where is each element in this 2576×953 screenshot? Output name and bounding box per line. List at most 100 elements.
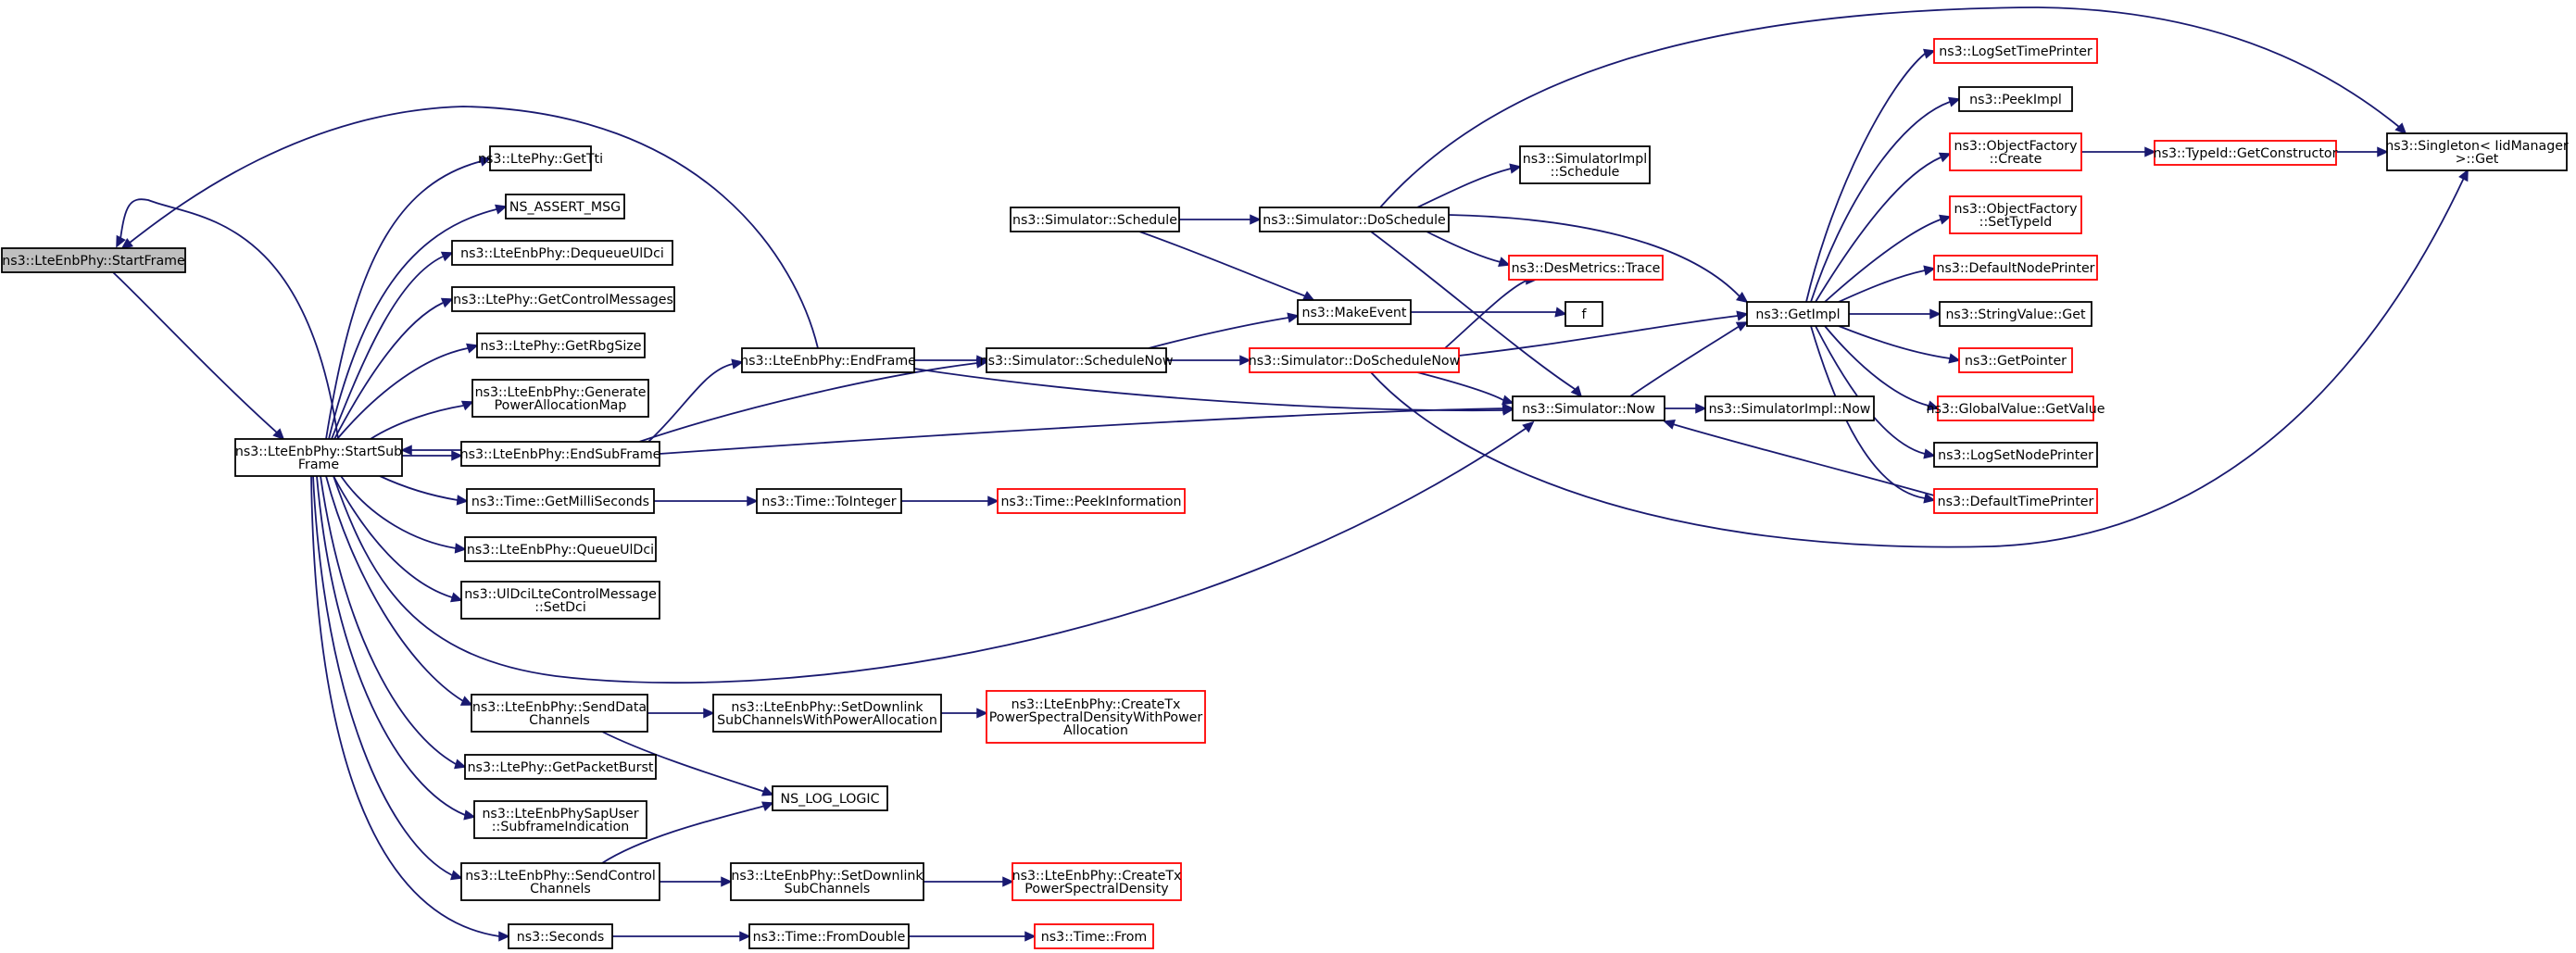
node-setdci[interactable]: ns3::UlDciLteControlMessage::SetDci: [460, 581, 660, 620]
node-toint[interactable]: ns3::Time::ToInteger: [756, 488, 902, 514]
node-objfactset[interactable]: ns3::ObjectFactory::SetTypeId: [1949, 195, 2082, 234]
node-endframe[interactable]: ns3::LteEnbPhy::EndFrame: [740, 347, 916, 373]
node-doschedulenow[interactable]: ns3::Simulator::DoScheduleNow: [1249, 347, 1460, 373]
node-box: [1939, 301, 2092, 327]
node-nsassert[interactable]: NS_ASSERT_MSG: [505, 194, 625, 219]
node-box: [1704, 395, 1875, 421]
edge-line: [310, 475, 500, 937]
node-genpower[interactable]: ns3::LteEnbPhy::GeneratePowerAllocationM…: [471, 379, 649, 418]
node-getrbg[interactable]: ns3::LtePhy::GetRbgSize: [476, 332, 646, 358]
edge-startframe-to-startsubframe: [112, 271, 285, 441]
edge-arrowhead: [1502, 405, 1514, 416]
node-createpsd[interactable]: ns3::LteEnbPhy::CreateTxPowerSpectralDen…: [1012, 862, 1182, 901]
node-simnow[interactable]: ns3::Simulator::Now: [1512, 395, 1665, 421]
node-simimplschedule[interactable]: ns3::SimulatorImpl::Schedule: [1519, 145, 1651, 184]
node-f[interactable]: f: [1564, 301, 1603, 327]
node-label-line: ns3::MakeEvent: [1302, 306, 1407, 320]
node-getmilli[interactable]: ns3::Time::GetMilliSeconds: [466, 488, 655, 514]
node-setdlpa[interactable]: ns3::LteEnbPhy::SetDownlinkSubChannelsWi…: [712, 694, 942, 733]
node-destrace[interactable]: ns3::DesMetrics::Trace: [1508, 255, 1664, 281]
edge-setdlpa-to-createpsdpa: [941, 708, 988, 719]
node-getcontrol[interactable]: ns3::LtePhy::GetControlMessages: [451, 286, 675, 312]
edge-startsubframe-to-getcontrol: [333, 297, 454, 440]
node-box: [1259, 207, 1450, 232]
node-seconds[interactable]: ns3::Seconds: [508, 923, 613, 949]
edge-arrowhead: [1570, 385, 1583, 398]
edge-line: [340, 475, 457, 549]
node-getconstructor[interactable]: ns3::TypeId::GetConstructor: [2154, 140, 2338, 166]
node-schedule[interactable]: ns3::Simulator::Schedule: [1010, 207, 1180, 232]
node-deftimeprinter[interactable]: ns3::DefaultTimePrinter: [1933, 488, 2098, 514]
edge-simnow-to-simimplnow: [1665, 403, 1707, 414]
node-simimplnow[interactable]: ns3::SimulatorImpl::Now: [1704, 395, 1875, 421]
node-peekimpl[interactable]: ns3::PeekImpl: [1958, 86, 2073, 112]
edge-arrowhead: [1948, 96, 1961, 107]
edge-arrowhead: [976, 708, 988, 719]
edge-endframe-to-simnow: [913, 368, 1514, 416]
edge-arrowhead: [495, 204, 508, 215]
node-label-line: ns3::Time::From: [1041, 930, 1147, 945]
node-getimpl[interactable]: ns3::GetImpl: [1746, 301, 1850, 327]
node-box: [508, 923, 613, 949]
edge-startsubframe-to-endsubframe: [402, 450, 463, 461]
node-objfactcreate[interactable]: ns3::ObjectFactory::Create: [1949, 132, 2082, 171]
edge-arrowhead: [987, 495, 999, 507]
edge-line: [312, 475, 453, 876]
node-queueul[interactable]: ns3::LteEnbPhy::QueueUlDci: [464, 536, 657, 562]
node-globalval[interactable]: ns3::GlobalValue::GetValue: [1927, 395, 2105, 421]
edge-senddata-to-setdlpa: [647, 708, 715, 719]
node-label-line: ns3::ObjectFactory: [1954, 202, 2078, 217]
edge-line: [1458, 315, 1739, 357]
edge-arrowhead: [1250, 214, 1262, 225]
node-logsetnode[interactable]: ns3::LogSetNodePrinter: [1933, 442, 2098, 468]
node-logsettime[interactable]: ns3::LogSetTimePrinter: [1933, 38, 2098, 64]
edge-doschedulenow-to-getimpl: [1458, 310, 1749, 357]
node-getpointer[interactable]: ns3::GetPointer: [1958, 347, 2073, 373]
edge-line: [370, 405, 464, 440]
node-strvalget[interactable]: ns3::StringValue::Get: [1939, 301, 2092, 327]
edge-simnow-to-getimpl: [1629, 321, 1749, 397]
node-box: [1958, 347, 2073, 373]
node-makeevent[interactable]: ns3::MakeEvent: [1297, 299, 1412, 325]
edge-arrowhead: [1502, 395, 1514, 406]
edge-line: [1416, 371, 1504, 401]
edge-arrowhead: [1509, 163, 1522, 174]
edge-line: [112, 271, 279, 434]
node-label-line: ::Schedule: [1551, 165, 1620, 180]
edge-line: [331, 256, 444, 440]
node-timefrom[interactable]: ns3::Time::From: [1034, 923, 1154, 949]
edge-arrowhead: [1695, 403, 1707, 414]
edge-line: [333, 427, 1527, 684]
edge-line: [325, 160, 483, 440]
edge-startsubframe-to-getmilli: [379, 475, 469, 506]
node-box: [986, 347, 1167, 373]
node-box: [1933, 488, 2098, 514]
edge-startsubframe-to-getpacket: [320, 475, 467, 770]
edge-arrowhead: [2377, 146, 2389, 157]
edge-schedule-to-makeevent: [1138, 231, 1315, 301]
node-peekinfo[interactable]: ns3::Time::PeekInformation: [997, 488, 1186, 514]
node-nslog[interactable]: NS_LOG_LOGIC: [772, 785, 888, 811]
node-sapuser[interactable]: ns3::LteEnbPhySapUser::SubframeIndicatio…: [473, 800, 647, 839]
node-box: [1564, 301, 1603, 327]
node-dequeue[interactable]: ns3::LteEnbPhy::DequeueUlDci: [451, 240, 673, 266]
edge-getimpl-to-defnodeprinter: [1838, 265, 1936, 303]
node-defnodeprinter[interactable]: ns3::DefaultNodePrinter: [1933, 255, 2098, 281]
edge-sendcontrol-to-setdl: [660, 876, 733, 887]
edge-arrowhead: [440, 297, 454, 308]
edge-arrowhead: [1939, 214, 1952, 225]
node-getTti[interactable]: ns3::LtePhy::GetTti: [478, 145, 603, 171]
node-schedulenow[interactable]: ns3::Simulator::ScheduleNow: [980, 347, 1174, 373]
node-endsubframe[interactable]: ns3::LteEnbPhy::EndSubFrame: [460, 441, 661, 467]
node-singleton[interactable]: ns3::Singleton< IidManager>::Get: [2385, 132, 2569, 171]
edge-line: [119, 198, 339, 440]
node-doschedule[interactable]: ns3::Simulator::DoSchedule: [1259, 207, 1450, 232]
node-createpsdpa[interactable]: ns3::LteEnbPhy::CreateTxPowerSpectralDen…: [986, 690, 1206, 744]
node-getpacket[interactable]: ns3::LtePhy::GetPacketBurst: [464, 754, 657, 780]
node-fromdouble[interactable]: ns3::Time::FromDouble: [748, 923, 910, 949]
